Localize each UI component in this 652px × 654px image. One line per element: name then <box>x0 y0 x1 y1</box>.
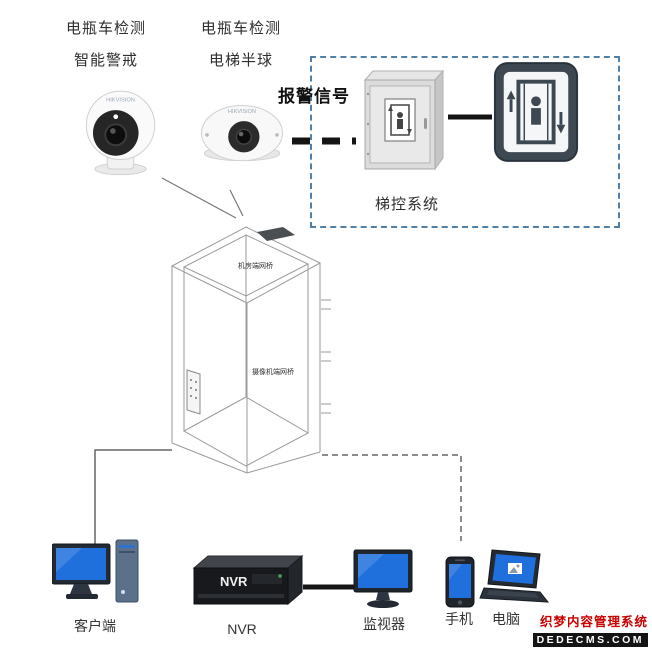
watermark-text-cn: 织梦内容管理系统 <box>539 615 648 629</box>
caption-nvr: NVR <box>227 621 257 637</box>
elevator-control-system-label: 梯控系统 <box>374 196 439 213</box>
elevator-control-region <box>310 56 620 228</box>
elevator-sign-icon <box>493 62 579 162</box>
monitor-icon <box>353 549 413 608</box>
car-button-panel-icon <box>186 369 201 415</box>
camera2-label-line2: 电梯半球 <box>208 52 273 69</box>
roof-bridge-icon <box>257 227 295 241</box>
nvr-device-icon: NVR <box>192 554 304 606</box>
machine-room-bridge-label: 机房端网桥 <box>238 263 273 270</box>
camera1-label-line2: 智能警戒 <box>73 52 138 69</box>
camera-side-bridge-label: 摄像机端网桥 <box>252 369 294 376</box>
camera2-label-line1: 电瓶车检测 <box>200 20 281 37</box>
camera-brand-text: HIKVISION <box>106 98 135 104</box>
watermark-text-en: DEDECMS.COM <box>532 633 648 647</box>
camera1-label-line1: 电瓶车检测 <box>65 20 146 37</box>
laptop-icon <box>479 549 550 603</box>
mobile-link-line <box>322 454 462 541</box>
caption-phone: 手机 <box>445 611 473 627</box>
caption-client: 客户端 <box>74 618 116 634</box>
alarm-signal-label: 报警信号 <box>278 87 350 106</box>
nvr-device-text: NVR <box>220 574 248 589</box>
watermark: 织梦内容管理系统 DEDECMS.COM <box>532 611 648 648</box>
mini-dome-camera-icon: HIKVISION <box>201 105 283 162</box>
phone-icon <box>445 556 475 608</box>
caption-pc: 电脑 <box>492 611 520 627</box>
camera-brand-text: HIKVISION <box>228 109 256 115</box>
client-computer-icon <box>52 539 139 603</box>
client-link-line <box>94 449 172 544</box>
turret-camera-icon: HIKVISION <box>85 90 156 176</box>
caption-monitor: 监视器 <box>363 616 405 632</box>
control-cabinet-icon <box>363 69 445 171</box>
elevator-wireframe <box>170 226 331 474</box>
